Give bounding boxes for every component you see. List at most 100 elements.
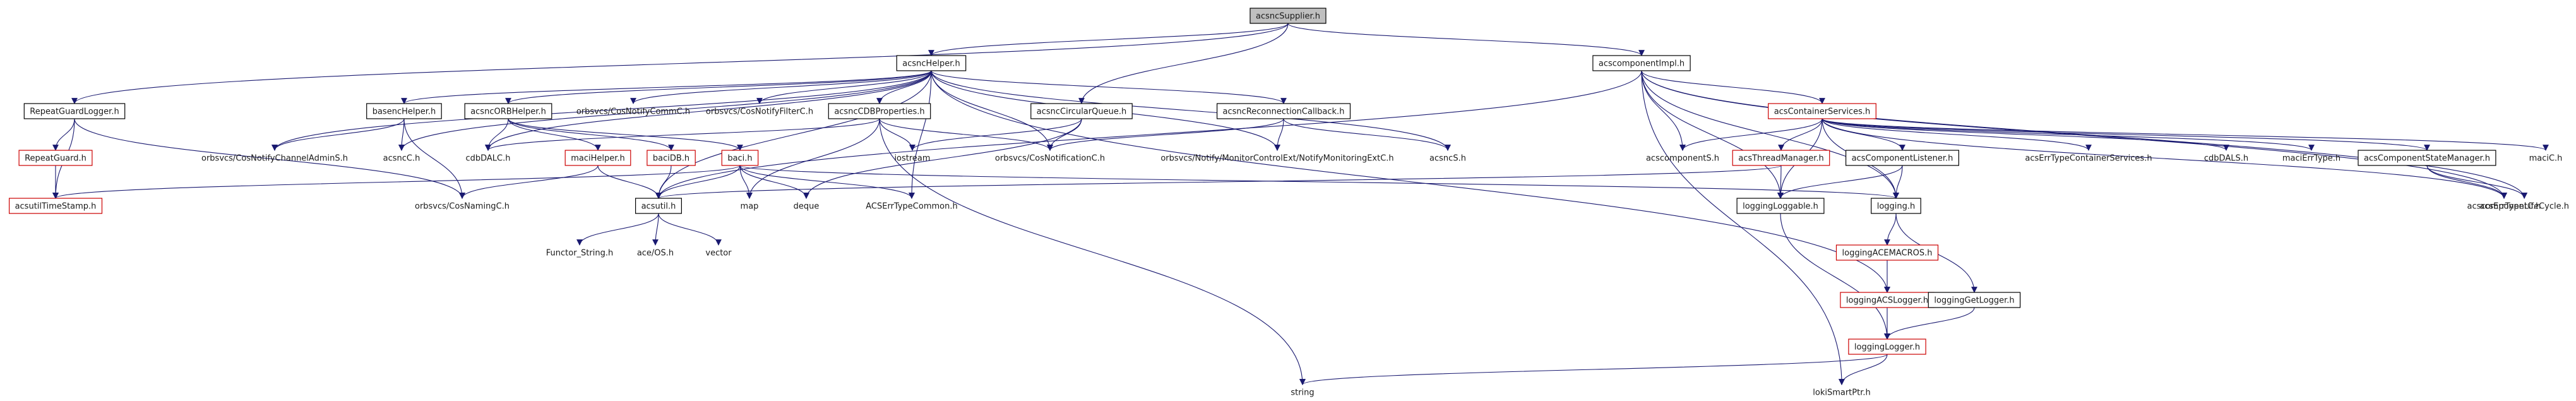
node-loggingloggable[interactable]: loggingLoggable.h bbox=[1736, 198, 1825, 214]
node-macierrtype[interactable]: maciErrType.h bbox=[2277, 150, 2346, 165]
node-acsnccdbproperties[interactable]: acsncCDBProperties.h bbox=[828, 103, 931, 119]
node-label: baci.h bbox=[727, 154, 752, 164]
node-orbsvcs-cosnotifychanneladmins[interactable]: orbsvcs/CosNotifyChannelAdminS.h bbox=[196, 150, 354, 165]
node-acserrtypecommon[interactable]: ACSErrTypeCommon.h bbox=[860, 198, 963, 213]
edge-acsthreadmanager-to-acsutil bbox=[655, 165, 1782, 199]
node-label: orbsvcs/CosNotifyChannelAdminS.h bbox=[201, 154, 348, 164]
node-cdbdals[interactable]: cdbDALS.h bbox=[2198, 150, 2254, 165]
node-logginggetlogger[interactable]: loggingGetLogger.h bbox=[1928, 292, 2021, 308]
node-label: ace/OS.h bbox=[637, 249, 674, 258]
node-label: orbsvcs/CosNotifyCommC.h bbox=[576, 107, 690, 117]
node-acscomponents[interactable]: acscomponentS.h bbox=[1640, 150, 1725, 165]
node-orbsvcs-cosnotifyfilterc[interactable]: orbsvcs/CosNotifyFilterC.h bbox=[700, 104, 819, 119]
node-aceos[interactable]: ace/OS.h bbox=[631, 245, 679, 260]
node-acsutil[interactable]: acsutil.h bbox=[635, 198, 682, 214]
node-vector[interactable]: vector bbox=[700, 245, 737, 260]
edge-acsncorbhelper-to-macihelper bbox=[508, 118, 601, 151]
node-box bbox=[1835, 244, 1939, 261]
edge-acsnchelper-to-acsutil bbox=[655, 70, 932, 199]
node-acsncreconnectioncallback[interactable]: acsncReconnectionCallback.h bbox=[1216, 103, 1351, 119]
node-label: loggingLoggable.h bbox=[1743, 202, 1818, 212]
node-baci[interactable]: baci.h bbox=[721, 150, 759, 166]
node-label: maciErrType.h bbox=[2282, 154, 2340, 164]
node-deque[interactable]: deque bbox=[788, 198, 825, 213]
node-logging[interactable]: logging.h bbox=[1871, 198, 1921, 214]
node-label: acsncReconnectionCallback.h bbox=[1223, 107, 1345, 117]
node-box bbox=[1030, 103, 1133, 119]
node-label: acsncHelper.h bbox=[902, 59, 960, 69]
node-repeatguardlogger[interactable]: RepeatGuardLogger.h bbox=[23, 103, 126, 119]
edge-loggingloggable-to-logginglogger bbox=[1780, 213, 1890, 340]
edge-acscontainerservices-to-acscomponents bbox=[1679, 118, 1823, 151]
edge-acsnchelper-to-orbsvcs_cosnotifyfilterc bbox=[756, 70, 932, 104]
edge-basenchelper-to-orbsvcs_cosnotifychanneladmins bbox=[271, 118, 405, 151]
node-label: acsncSupplier.h bbox=[1256, 12, 1320, 21]
node-acserrtypecontainerservices[interactable]: acsErrTypeContainerServices.h bbox=[2019, 150, 2157, 165]
node-label: loggingACEMACROS.h bbox=[1842, 249, 1933, 258]
node-map[interactable]: map bbox=[735, 198, 765, 213]
edge-baci-to-acserrtypecommon bbox=[739, 165, 915, 199]
node-label: maciC.h bbox=[2529, 154, 2563, 164]
node-acscomponentimpl[interactable]: acscomponentImpl.h bbox=[1592, 55, 1691, 71]
edge-acsncsupplier-to-acsnccircularqueue bbox=[1078, 23, 1289, 104]
node-label: vector bbox=[705, 249, 732, 258]
node-box bbox=[9, 198, 103, 214]
edge-baci-to-logging bbox=[739, 165, 1899, 199]
node-acserrtypelifecycle[interactable]: acsErrTypeLifeCycle.h bbox=[2474, 198, 2575, 213]
node-label: acsncCDBProperties.h bbox=[834, 107, 924, 117]
node-label: acsErrTypeContainerServices.h bbox=[2025, 154, 2152, 164]
node-box bbox=[1216, 103, 1351, 119]
node-box bbox=[1848, 338, 1926, 355]
node-lokismartptr[interactable]: lokiSmartPtr.h bbox=[1807, 385, 1876, 400]
node-acsnccircularqueue[interactable]: acsncCircularQueue.h bbox=[1030, 103, 1133, 119]
node-functor-string[interactable]: Functor_String.h bbox=[540, 245, 619, 260]
node-box bbox=[464, 103, 552, 119]
node-label: RepeatGuard.h bbox=[25, 154, 86, 164]
edge-layer bbox=[52, 23, 2549, 385]
node-logginglogger[interactable]: loggingLogger.h bbox=[1848, 338, 1926, 355]
edge-acscontainerservices-to-acscomponentstatemanager bbox=[1822, 118, 2430, 151]
node-label: acsContainerServices.h bbox=[1774, 107, 1871, 117]
edge-acscomponentimpl-to-acsutil bbox=[655, 70, 1642, 199]
node-label: string bbox=[1291, 388, 1314, 398]
edge-acsnchelper-to-orbsvcs_cosnotifychanneladmins bbox=[271, 70, 932, 151]
node-iostream[interactable]: iostream bbox=[888, 150, 936, 165]
node-loggingacemacros[interactable]: loggingACEMACROS.h bbox=[1835, 244, 1939, 261]
node-label: acsComponentStateManager.h bbox=[2364, 154, 2490, 164]
edge-acscomponentimpl-to-lokismartptr bbox=[1641, 70, 1845, 385]
node-orbsvcs-cosnotifycommc[interactable]: orbsvcs/CosNotifyCommC.h bbox=[571, 104, 696, 119]
node-acsncsupplier[interactable]: acsncSupplier.h bbox=[1249, 8, 1327, 24]
node-macic[interactable]: maciC.h bbox=[2524, 150, 2568, 165]
node-macihelper[interactable]: maciHelper.h bbox=[564, 150, 631, 166]
node-bacidb[interactable]: baciDB.h bbox=[647, 150, 696, 166]
edge-acsnchelper-to-acsncreconnectioncallback bbox=[931, 70, 1287, 104]
node-orbsvcs-cosnamingc[interactable]: orbsvcs/CosNamingC.h bbox=[409, 198, 515, 213]
node-basenchelper[interactable]: basencHelper.h bbox=[366, 103, 442, 119]
edge-acsnchelper-to-acsnccdbproperties bbox=[876, 70, 932, 104]
node-string[interactable]: string bbox=[1285, 385, 1320, 400]
edge-basenchelper-to-orbsvcs_cosnamingc bbox=[403, 118, 465, 199]
node-acsncorbhelper[interactable]: acsncORBHelper.h bbox=[464, 103, 552, 119]
node-orbsvcs-cosnotificationc[interactable]: orbsvcs/CosNotificationC.h bbox=[989, 150, 1111, 165]
node-box bbox=[635, 198, 682, 214]
node-repeatguard[interactable]: RepeatGuard.h bbox=[18, 150, 93, 166]
edge-acsnchelper-to-acsncorbhelper bbox=[505, 70, 932, 104]
node-box bbox=[1928, 292, 2021, 308]
node-acsnchelper[interactable]: acsncHelper.h bbox=[896, 55, 967, 71]
node-cdbdalc[interactable]: cdbDALC.h bbox=[460, 150, 516, 165]
node-acsthreadmanager[interactable]: acsThreadManager.h bbox=[1732, 150, 1830, 166]
node-acsutiltimestamp[interactable]: acsutilTimeStamp.h bbox=[9, 198, 103, 214]
edge-acsncorbhelper-to-baci bbox=[508, 118, 743, 151]
node-box bbox=[1249, 8, 1327, 24]
edge-acsnccdbproperties-to-iostream bbox=[879, 118, 915, 151]
edge-acsnccdbproperties-to-string bbox=[879, 118, 1306, 385]
node-acsncs[interactable]: acsncS.h bbox=[1424, 150, 1472, 165]
node-acscomponentc[interactable]: acscomponentC.h bbox=[2462, 198, 2547, 213]
node-label: cdbDALC.h bbox=[465, 154, 510, 164]
node-orbsvcs-notifymonitoring[interactable]: orbsvcs/Notify/MonitorControlExt/NotifyM… bbox=[1155, 150, 1399, 165]
node-loggingacslogger[interactable]: loggingACSLogger.h bbox=[1840, 292, 1935, 308]
node-acscontainerservices[interactable]: acsContainerServices.h bbox=[1768, 103, 1876, 119]
node-acsncc[interactable]: acsncC.h bbox=[378, 150, 426, 165]
node-acscomponentstatemanager[interactable]: acsComponentStateManager.h bbox=[2358, 150, 2496, 166]
node-acscomponentlistener[interactable]: acsComponentListener.h bbox=[1846, 150, 1960, 166]
